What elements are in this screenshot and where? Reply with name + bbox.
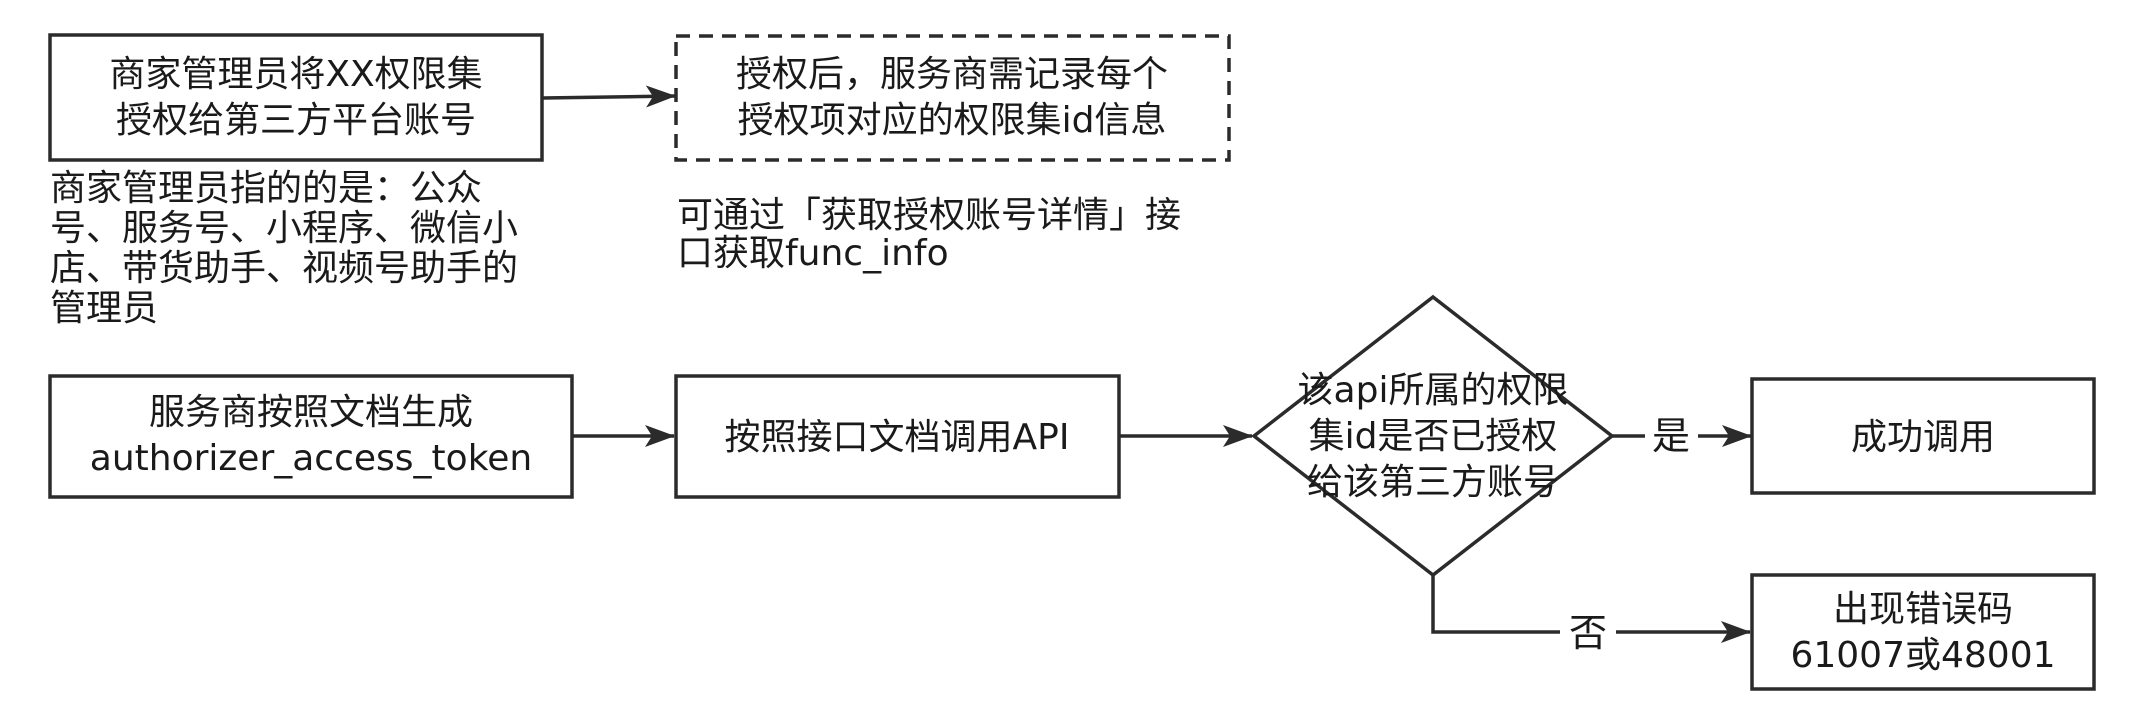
node-decision-line-1: 该api所属的权限 bbox=[1298, 370, 1569, 411]
node-error: 出现错误码 61007或48001 bbox=[1750, 573, 2096, 691]
note-admin-line-3: 店、带货助手、视频号助手的 bbox=[50, 248, 518, 289]
node-record-info: 授权后，服务商需记录每个 授权项对应的权限集id信息 bbox=[674, 34, 1231, 162]
node-record-info-line-2: 授权项对应的权限集id信息 bbox=[738, 100, 1167, 141]
node-error-line-1: 出现错误码 bbox=[1833, 589, 2013, 630]
node-grant-permission-line-2: 授权给第三方平台账号 bbox=[116, 100, 476, 141]
node-call-api: 按照接口文档调用API bbox=[674, 374, 1121, 499]
edge-decision-no bbox=[1431, 575, 1560, 634]
node-generate-token-line-1: 服务商按照文档生成 bbox=[149, 392, 473, 433]
note-func-info: 可通过「获取授权账号详情」接 口获取func_info bbox=[677, 195, 1181, 274]
note-admin: 商家管理员指的的是：公众 号、服务号、小程序、微信小 店、带货助手、视频号助手的… bbox=[50, 168, 518, 329]
edge-grant-to-record bbox=[542, 85, 676, 108]
node-record-info-line-1: 授权后，服务商需记录每个 bbox=[736, 54, 1168, 95]
node-generate-token-line-2: authorizer_access_token bbox=[90, 438, 532, 479]
note-func-info-line-2: 口获取func_info bbox=[677, 233, 949, 274]
edge-label-yes: 是 bbox=[1652, 414, 1690, 458]
node-decision-line-2: 集id是否已授权 bbox=[1309, 416, 1558, 457]
node-generate-token: 服务商按照文档生成 authorizer_access_token bbox=[48, 374, 574, 499]
edges bbox=[542, 85, 1752, 643]
node-call-api-line-1: 按照接口文档调用API bbox=[725, 417, 1070, 458]
nodes: 商家管理员将XX权限集 授权给第三方平台账号 授权后，服务商需记录每个 授权项对… bbox=[48, 33, 2096, 691]
notes: 商家管理员指的的是：公众 号、服务号、小程序、微信小 店、带货助手、视频号助手的… bbox=[50, 168, 1181, 329]
note-admin-line-2: 号、服务号、小程序、微信小 bbox=[50, 208, 518, 249]
node-success-line-1: 成功调用 bbox=[1851, 417, 1995, 458]
node-success: 成功调用 bbox=[1750, 377, 2096, 495]
node-decision: 该api所属的权限 集id是否已授权 给该第三方账号 bbox=[1251, 294, 1615, 578]
note-func-info-line-1: 可通过「获取授权账号详情」接 bbox=[677, 195, 1181, 236]
node-error-line-2: 61007或48001 bbox=[1790, 635, 2055, 676]
note-admin-line-4: 管理员 bbox=[50, 288, 158, 329]
note-admin-line-1: 商家管理员指的的是：公众 bbox=[50, 168, 482, 209]
node-decision-line-3: 给该第三方账号 bbox=[1307, 462, 1559, 503]
node-grant-permission-line-1: 商家管理员将XX权限集 bbox=[109, 54, 482, 95]
node-grant-permission: 商家管理员将XX权限集 授权给第三方平台账号 bbox=[48, 33, 544, 162]
edge-label-no: 否 bbox=[1569, 611, 1607, 655]
edge-labels: 是 否 bbox=[1569, 414, 1690, 655]
